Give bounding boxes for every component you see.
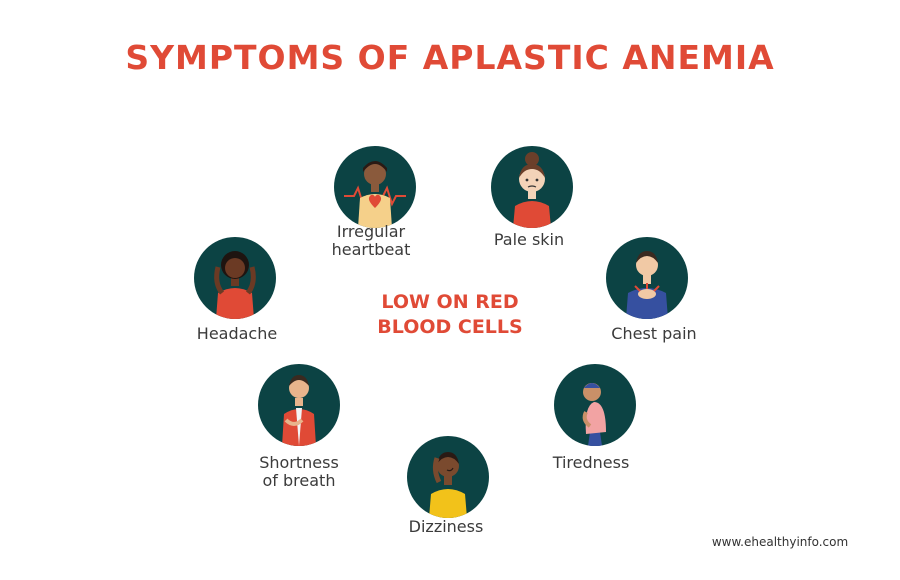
shortness-of-breath-icon xyxy=(258,364,340,446)
irregular-heartbeat-label: Irregular heartbeat xyxy=(331,222,411,259)
center-label: LOW ON RED BLOOD CELLS xyxy=(350,290,550,340)
website-url: www.ehealthyinfo.com xyxy=(711,535,849,549)
page-title: SYMPTOMS OF APLASTIC ANEMIA xyxy=(125,38,775,77)
pale-skin-icon xyxy=(491,146,573,228)
pale-skin-label: Pale skin xyxy=(493,230,565,249)
chest-pain-label: Chest pain xyxy=(611,324,697,343)
center-label-line-1: LOW ON RED xyxy=(381,291,519,313)
dizziness-label: Dizziness xyxy=(408,517,484,536)
headache-label: Headache xyxy=(196,324,278,343)
chest-pain-icon xyxy=(606,237,688,319)
headache-icon xyxy=(194,237,276,319)
center-label-line-2: BLOOD CELLS xyxy=(377,316,523,338)
dizziness-icon xyxy=(407,436,489,518)
irregular-heartbeat-icon xyxy=(334,146,416,228)
tiredness-label: Tiredness xyxy=(552,453,630,472)
shortness-of-breath-label: Shortness of breath xyxy=(259,453,339,490)
tiredness-icon xyxy=(554,364,636,446)
